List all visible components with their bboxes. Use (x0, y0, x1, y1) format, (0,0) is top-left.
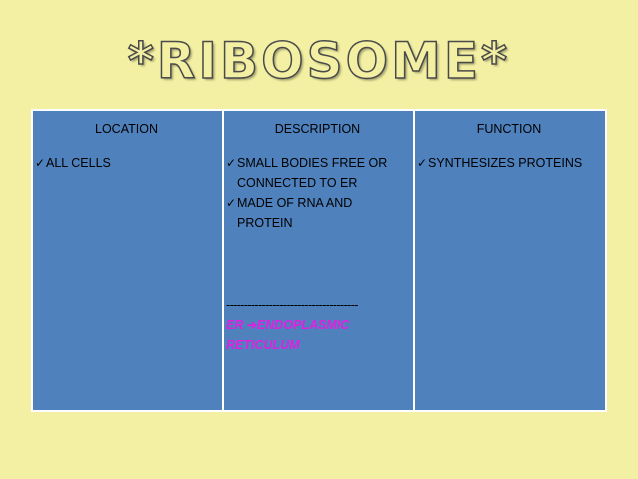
footnote-definition: ENDOPLASMIC RETICULUM (226, 318, 350, 352)
function-header: FUNCTION (476, 122, 542, 136)
right-arrow-icon: ➔ (246, 318, 257, 332)
footnote: ER ➔ENDOPLASMIC RETICULUM (226, 315, 356, 355)
slide-title: *RIBOSOME* (127, 31, 511, 91)
checkmark-icon: ✓ (35, 156, 46, 170)
info-table: LOCATION ✓ ALL CELLS DESCRIPTION ✓ SMALL… (31, 109, 607, 412)
footnote-term: ER (226, 318, 244, 332)
description-column: DESCRIPTION ✓ SMALL BODIES FREE OR CONNE… (224, 111, 415, 410)
description-item: ✓ SMALL BODIES FREE OR CONNECTED TO ER (226, 153, 409, 193)
checkmark-icon: ✓ (226, 156, 237, 170)
description-item-text: SMALL BODIES FREE OR CONNECTED TO ER (237, 156, 388, 190)
function-item-text: SYNTHESIZES PROTEINS (428, 156, 583, 170)
function-column: FUNCTION ✓ SYNTHESIZES PROTEINS (415, 111, 605, 410)
description-item: ✓ MADE OF RNA AND PROTEIN (226, 193, 409, 233)
description-header: DESCRIPTION (274, 122, 361, 136)
location-header: LOCATION (95, 122, 158, 136)
divider-line: ------------------------------------- (226, 298, 358, 312)
description-item-text: MADE OF RNA AND PROTEIN (237, 196, 353, 230)
checkmark-icon: ✓ (226, 196, 237, 210)
function-item: ✓ SYNTHESIZES PROTEINS (417, 153, 601, 173)
location-item-text: ALL CELLS (46, 156, 111, 170)
location-item: ✓ ALL CELLS (35, 153, 218, 173)
checkmark-icon: ✓ (417, 156, 428, 170)
location-column: LOCATION ✓ ALL CELLS (33, 111, 224, 410)
